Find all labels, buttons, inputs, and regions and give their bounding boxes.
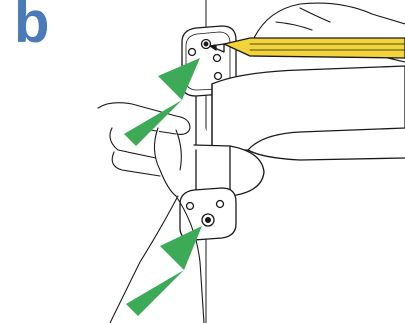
green-arrow-icon [124, 58, 200, 146]
step-letter: b [14, 0, 50, 55]
upper-wall-plate [181, 25, 237, 97]
pencil-icon [209, 37, 405, 59]
green-arrow-icon [126, 226, 202, 316]
lower-wall-plate [179, 187, 237, 241]
tv-arm [193, 65, 405, 201]
